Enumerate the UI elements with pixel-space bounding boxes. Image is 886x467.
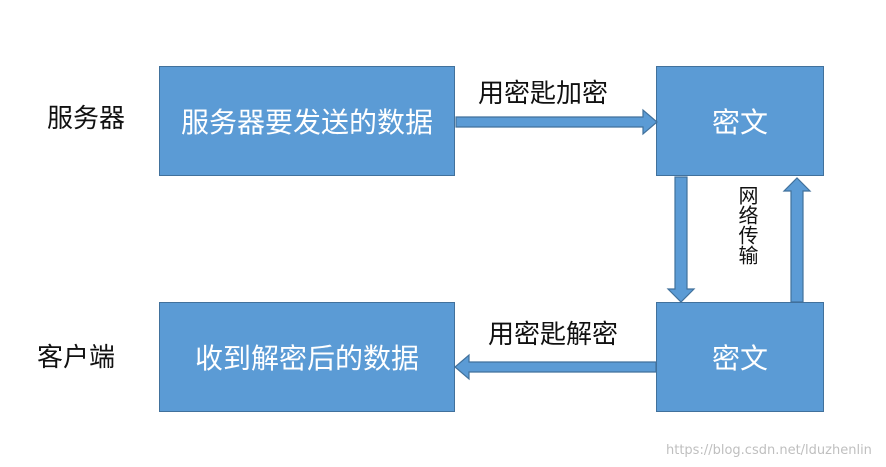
encrypt-edge-label: 用密匙加密 [478, 79, 609, 109]
encrypt-arrow [455, 108, 658, 136]
ciphertext-top-label: 密文 [711, 106, 768, 139]
decrypt-arrow [454, 353, 657, 381]
client-role-label: 客户端 [37, 343, 116, 373]
transmit-down-arrow [666, 176, 696, 303]
transmit-up-arrow [782, 177, 812, 303]
server-data-label: 服务器要发送的数据 [180, 106, 433, 139]
server-data-box: 服务器要发送的数据 [159, 66, 455, 176]
client-data-box: 收到解密后的数据 [159, 302, 455, 412]
server-role-label: 服务器 [47, 104, 126, 134]
ciphertext-bottom-box: 密文 [656, 302, 824, 412]
transmit-edge-label: 网络传输 [735, 185, 759, 265]
ciphertext-bottom-label: 密文 [711, 342, 768, 375]
source-watermark: https://blog.csdn.net/lduzhenlin [666, 443, 872, 458]
decrypt-edge-label: 用密匙解密 [488, 320, 619, 350]
client-data-label: 收到解密后的数据 [194, 342, 419, 375]
ciphertext-top-box: 密文 [656, 66, 824, 176]
